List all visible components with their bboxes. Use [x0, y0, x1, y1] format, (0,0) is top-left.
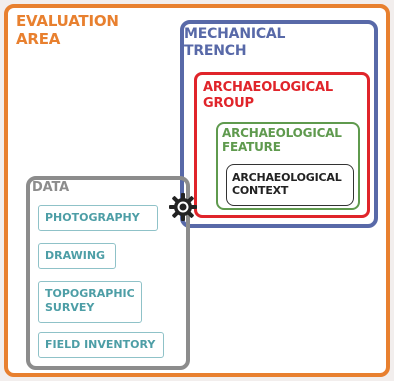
- data-item-field-inventory: FIELD INVENTORY: [38, 332, 164, 358]
- archaeological-context-label: ARCHAEOLOGICAL CONTEXT: [232, 171, 342, 198]
- data-label: DATA: [32, 180, 69, 195]
- data-item-drawing: DRAWING: [38, 243, 116, 269]
- archaeological-context-box: [226, 164, 354, 206]
- mechanical-trench-label: MECHANICAL TRENCH: [184, 26, 286, 59]
- archaeological-feature-label: ARCHAEOLOGICAL FEATURE: [222, 126, 342, 155]
- archaeological-group-label: ARCHAEOLOGICAL GROUP: [203, 80, 333, 111]
- data-item-topographic-survey: TOPOGRAPHIC SURVEY: [38, 281, 142, 323]
- data-item-photography: PHOTOGRAPHY: [38, 205, 158, 231]
- gear-icon: [169, 193, 197, 221]
- evaluation-area-label: EVALUATION AREA: [16, 12, 119, 48]
- data-box: [26, 176, 190, 370]
